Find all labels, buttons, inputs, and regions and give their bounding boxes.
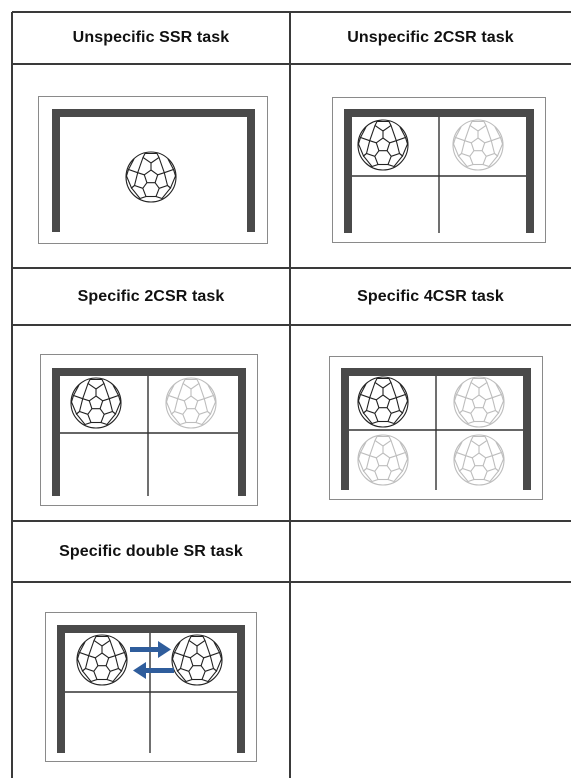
header-specific-double-sr: Specific double SR task xyxy=(12,521,290,582)
header-label: Specific 2CSR task xyxy=(77,287,225,305)
header-specific-2csr: Specific 2CSR task xyxy=(12,268,290,325)
soccer-ball-icon xyxy=(357,119,409,171)
soccer-ball-icon xyxy=(357,434,409,486)
soccer-ball-icon xyxy=(453,434,505,486)
goal-posts xyxy=(344,109,534,233)
header-unspecific-2csr: Unspecific 2CSR task xyxy=(290,12,571,64)
soccer-ball-icon xyxy=(165,377,217,429)
soccer-ball-icon xyxy=(125,151,177,203)
header-label: Specific 4CSR task xyxy=(357,287,504,305)
header-unspecific-ssr: Unspecific SSR task xyxy=(12,12,290,64)
soccer-ball-icon xyxy=(453,376,505,428)
soccer-ball-icon xyxy=(70,377,122,429)
goal-zone-lines xyxy=(60,376,238,496)
goal-diagram-unspecific-ssr xyxy=(38,96,268,244)
soccer-ball-icon xyxy=(357,376,409,428)
double-arrow-icon xyxy=(130,641,174,679)
empty-header-cell xyxy=(290,521,571,582)
goal-posts xyxy=(52,109,255,232)
header-specific-4csr: Specific 4CSR task xyxy=(290,268,571,325)
goal-diagram-unspecific-2csr xyxy=(332,97,546,243)
goal-diagram-specific-2csr xyxy=(40,354,258,506)
header-label: Unspecific 2CSR task xyxy=(347,29,514,46)
goal-zone-lines xyxy=(349,376,523,490)
goal-posts xyxy=(52,368,246,496)
header-label: Unspecific SSR task xyxy=(72,29,230,46)
soccer-ball-icon xyxy=(76,634,128,686)
soccer-ball-icon xyxy=(452,119,504,171)
goal-zone-lines xyxy=(65,633,237,753)
soccer-ball-icon xyxy=(171,634,223,686)
goal-posts xyxy=(57,625,245,753)
goal-diagram-specific-double-sr xyxy=(45,612,257,762)
goal-zone-lines xyxy=(352,117,526,233)
goal-diagram-specific-4csr xyxy=(329,356,543,500)
goal-posts xyxy=(341,368,531,490)
header-label: Specific double SR task xyxy=(59,542,243,560)
